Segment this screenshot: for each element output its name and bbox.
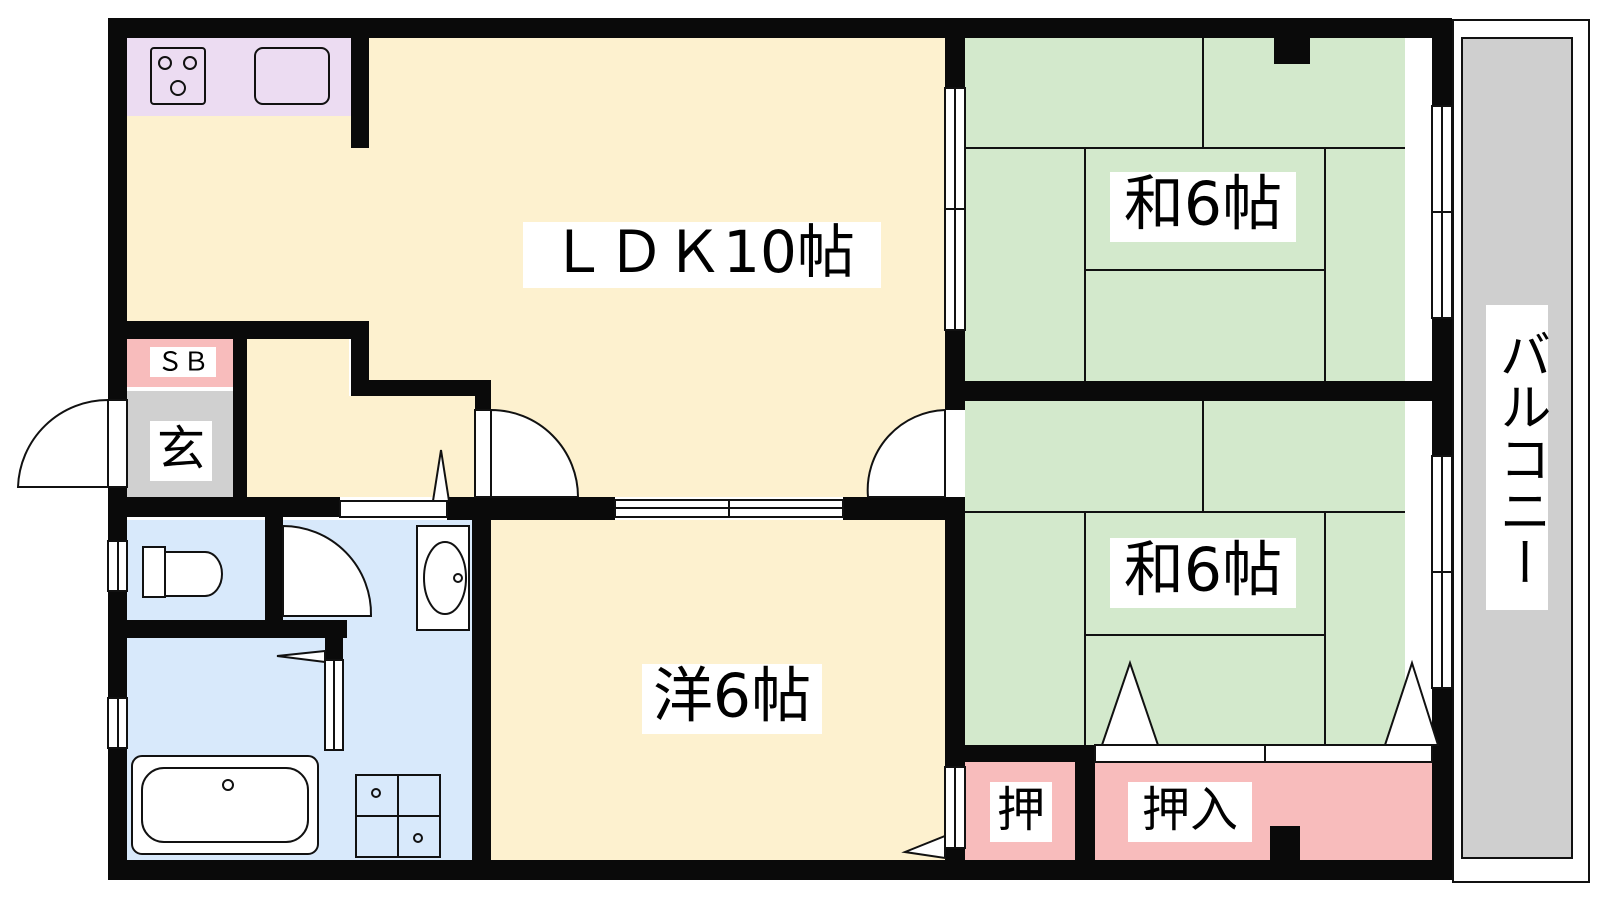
room-labels: ＬＤＫ10帖 和6帖 和6帖 洋6帖 玄 ＳＢ 押 押入 バルコニー (150, 170, 1550, 842)
washbasin-icon (416, 525, 470, 631)
bathtub-icon (131, 755, 319, 855)
washitsu-upper-label: 和6帖 (1124, 170, 1282, 240)
ldk-label: ＬＤＫ10帖 (549, 218, 855, 286)
walls (108, 18, 1452, 880)
kitchen-counter (125, 36, 351, 116)
tatami-lines (965, 36, 1405, 745)
door-swing-icon (16, 398, 1440, 860)
balcony-label: バルコニー (1490, 328, 1550, 588)
closet-large-label: 押入 (1142, 782, 1238, 838)
washing-machine-icon (355, 774, 441, 858)
washitsu-lower-label: 和6帖 (1124, 536, 1282, 606)
entrance-label: 玄 (157, 421, 205, 477)
balcony-outline (1452, 19, 1590, 883)
youshitsu-label: 洋6帖 (653, 662, 811, 732)
window-icon (107, 87, 1453, 849)
shoe-box-label: ＳＢ (157, 348, 209, 378)
hallway-floor (247, 339, 475, 497)
stove-icon (150, 47, 206, 105)
toilet-icon (142, 546, 223, 598)
sink-icon (254, 47, 330, 105)
closet-small-label: 押 (997, 782, 1045, 838)
